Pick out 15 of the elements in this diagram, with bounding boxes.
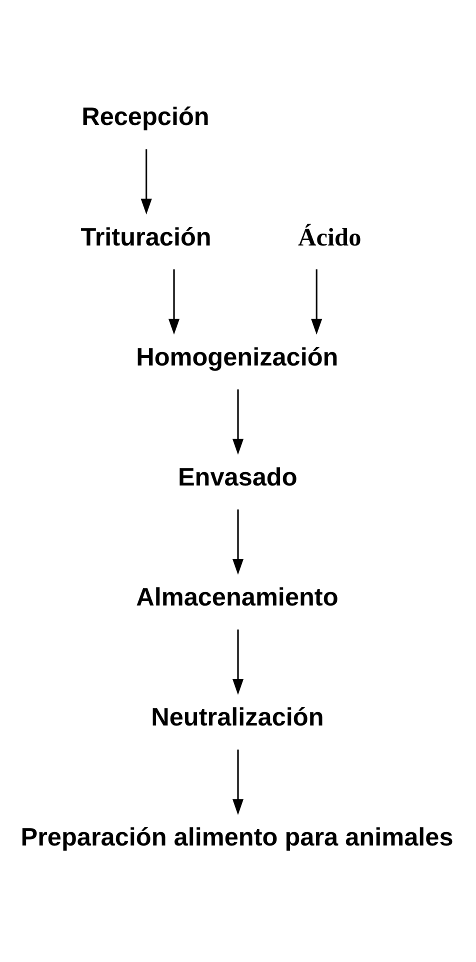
node-text: Trituración xyxy=(80,223,212,252)
arrow xyxy=(311,269,322,335)
node-text: Homogenización xyxy=(136,343,338,372)
arrow xyxy=(232,750,244,815)
node-text: Recepción xyxy=(82,103,210,132)
arrow xyxy=(168,269,180,335)
node-text: Ácido xyxy=(298,223,362,252)
node-text: Neutralización xyxy=(151,704,324,732)
arrow xyxy=(232,509,244,575)
arrow xyxy=(232,389,244,455)
node-text: Envasado xyxy=(178,463,298,492)
arrow xyxy=(140,149,152,215)
arrow xyxy=(232,630,244,695)
node-text: Preparación alimento para animales xyxy=(20,824,454,852)
node-text: Almacenamiento xyxy=(136,584,338,612)
